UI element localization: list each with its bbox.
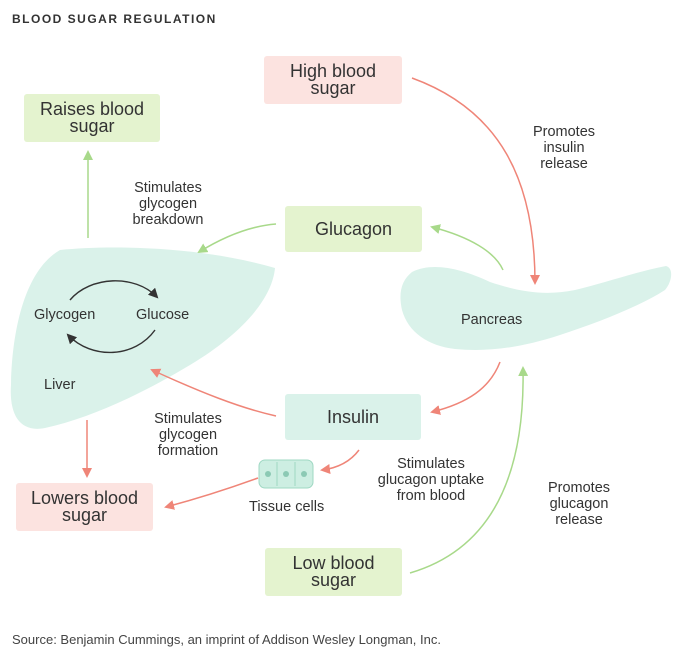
promotes-glucagon-release-label: Promotes glucagon release [547, 480, 611, 528]
glycogen-label: Glycogen [34, 307, 96, 323]
tissue-cells-label: Tissue cells [249, 499, 325, 515]
tissue-to-lowers-arrow [164, 477, 259, 510]
liver-label: Liver [44, 377, 76, 393]
stimulates-glycogen-formation-label: Stimulates glycogen formation [154, 411, 222, 459]
glucose-to-glycogen-arrow [66, 329, 156, 354]
source-caption: Source: Benjamin Cummings, an imprint of… [12, 632, 441, 647]
diagram-title: BLOOD SUGAR REGULATION [12, 12, 217, 26]
insulin-box: Insulin [285, 394, 421, 440]
promotes-insulin-release-label: Promotes insulin release [532, 124, 596, 172]
glycogen-to-glucose-arrow [69, 280, 159, 301]
pancreas-to-insulin-arrow [430, 361, 501, 415]
low-blood-sugar-box: Low blood sugar [265, 548, 402, 596]
glucagon-box: Glucagon [285, 206, 422, 252]
pancreas-shape [400, 266, 672, 350]
low-to-pancreas-arrow [409, 366, 529, 574]
pancreas-label: Pancreas [461, 312, 523, 328]
insulin-to-liver-arrow [150, 368, 277, 417]
stimulates-glucagon-uptake-label: Stimulates glucagon uptake from blood [377, 456, 485, 504]
high-blood-sugar-box: High blood sugar [264, 56, 402, 104]
stimulates-glycogen-breakdown-label: Stimulates glycogen breakdown [132, 180, 204, 228]
liver-shape [10, 247, 275, 429]
raises-blood-sugar-box: Raises blood sugar [24, 94, 160, 142]
high-to-pancreas-arrow [411, 77, 540, 285]
lowers-blood-sugar-box: Lowers blood sugar [16, 483, 153, 531]
tissue-cells-shape [258, 459, 314, 489]
pancreas-to-glucagon-arrow [430, 224, 504, 271]
insulin-to-tissue-arrow [320, 449, 360, 474]
glucagon-to-liver-arrow [197, 223, 277, 254]
glucose-label: Glucose [136, 307, 190, 323]
